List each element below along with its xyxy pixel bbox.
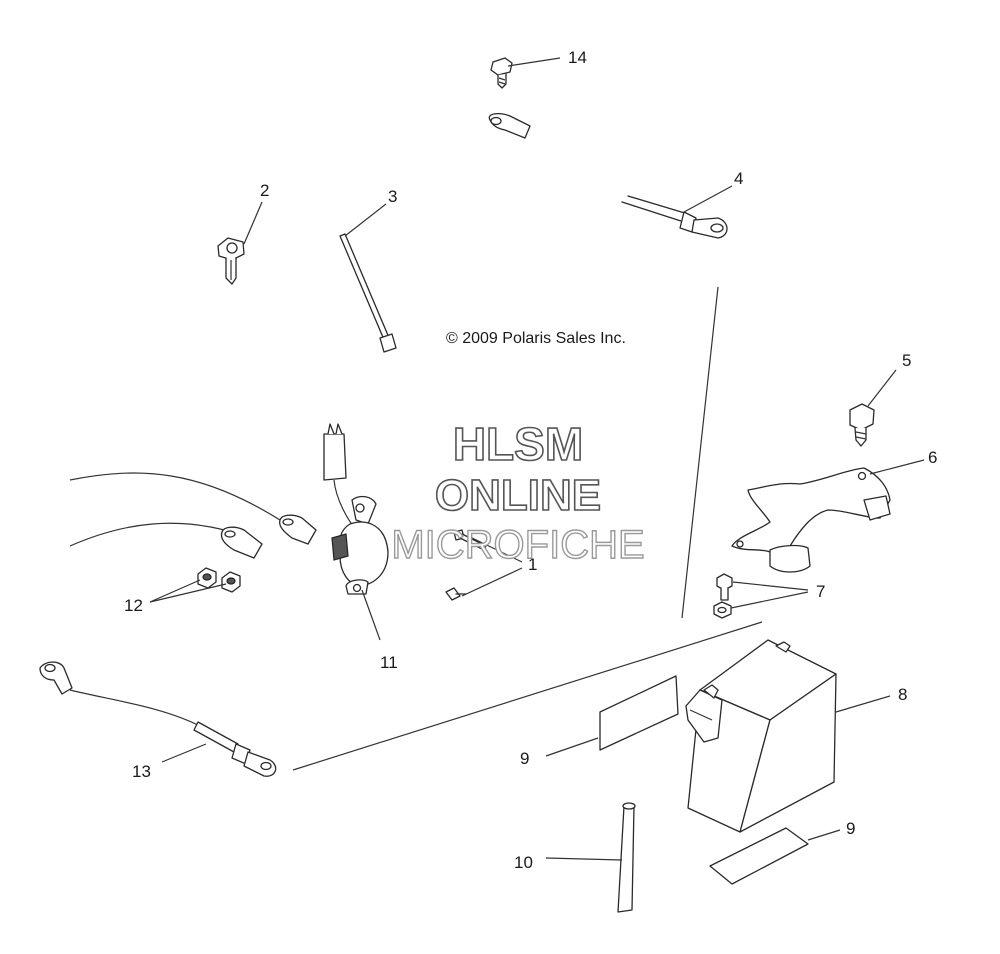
cable-part-13 [39, 661, 277, 777]
ring-terminal [488, 113, 531, 139]
cable-run-line [292, 621, 763, 771]
vent-tube-part-10 [617, 802, 636, 913]
watermark-line-1: HLSM [453, 418, 583, 470]
callout-3: 3 [388, 187, 397, 206]
decal-part-9-b [709, 827, 809, 885]
copyright-text: © 2009 Polaris Sales Inc. [446, 330, 626, 347]
clip-part-2 [217, 237, 245, 285]
callout-2: 2 [260, 181, 269, 200]
callout-1: 1 [528, 555, 537, 574]
screw-part-1-a [453, 529, 487, 551]
cable-assembly [69, 472, 317, 559]
screw-part-1-b [445, 587, 467, 601]
decal-part-9-a [599, 675, 679, 751]
callout-12: 12 [124, 596, 143, 615]
nut-part-12-b [221, 571, 241, 593]
callout-8: 8 [898, 685, 907, 704]
bolt-part-7 [716, 573, 733, 601]
callout-9-a: 9 [520, 749, 529, 768]
callout-labels: 1 2 3 4 5 6 7 8 9 9 10 11 12 13 14 [124, 48, 937, 872]
screw-part-14 [490, 57, 513, 89]
battery-part-8 [685, 639, 837, 833]
cable-tie-part-3 [339, 233, 397, 353]
bolt-part-5 [849, 403, 875, 447]
callout-14: 14 [568, 48, 587, 67]
callout-9-b: 9 [846, 819, 855, 838]
nut-part-12-a [197, 567, 217, 589]
callout-4: 4 [734, 169, 743, 188]
watermark-line-2: ONLINE [435, 471, 601, 520]
nut-part-7 [713, 601, 732, 619]
callout-13: 13 [132, 762, 151, 781]
cable-part-4 [621, 195, 728, 239]
watermark: HLSM ONLINE MICROFICHE [391, 417, 646, 568]
callout-5: 5 [902, 351, 911, 370]
watermark-line-3: MICROFICHE [391, 523, 644, 567]
callout-7: 7 [816, 582, 825, 601]
callout-6: 6 [928, 448, 937, 467]
callout-10: 10 [514, 853, 533, 872]
bracket-part-6 [731, 467, 891, 573]
callout-11: 11 [380, 653, 398, 672]
cable-run-line [681, 286, 719, 619]
leader-lines [149, 57, 925, 861]
solenoid-part-11 [323, 423, 389, 595]
